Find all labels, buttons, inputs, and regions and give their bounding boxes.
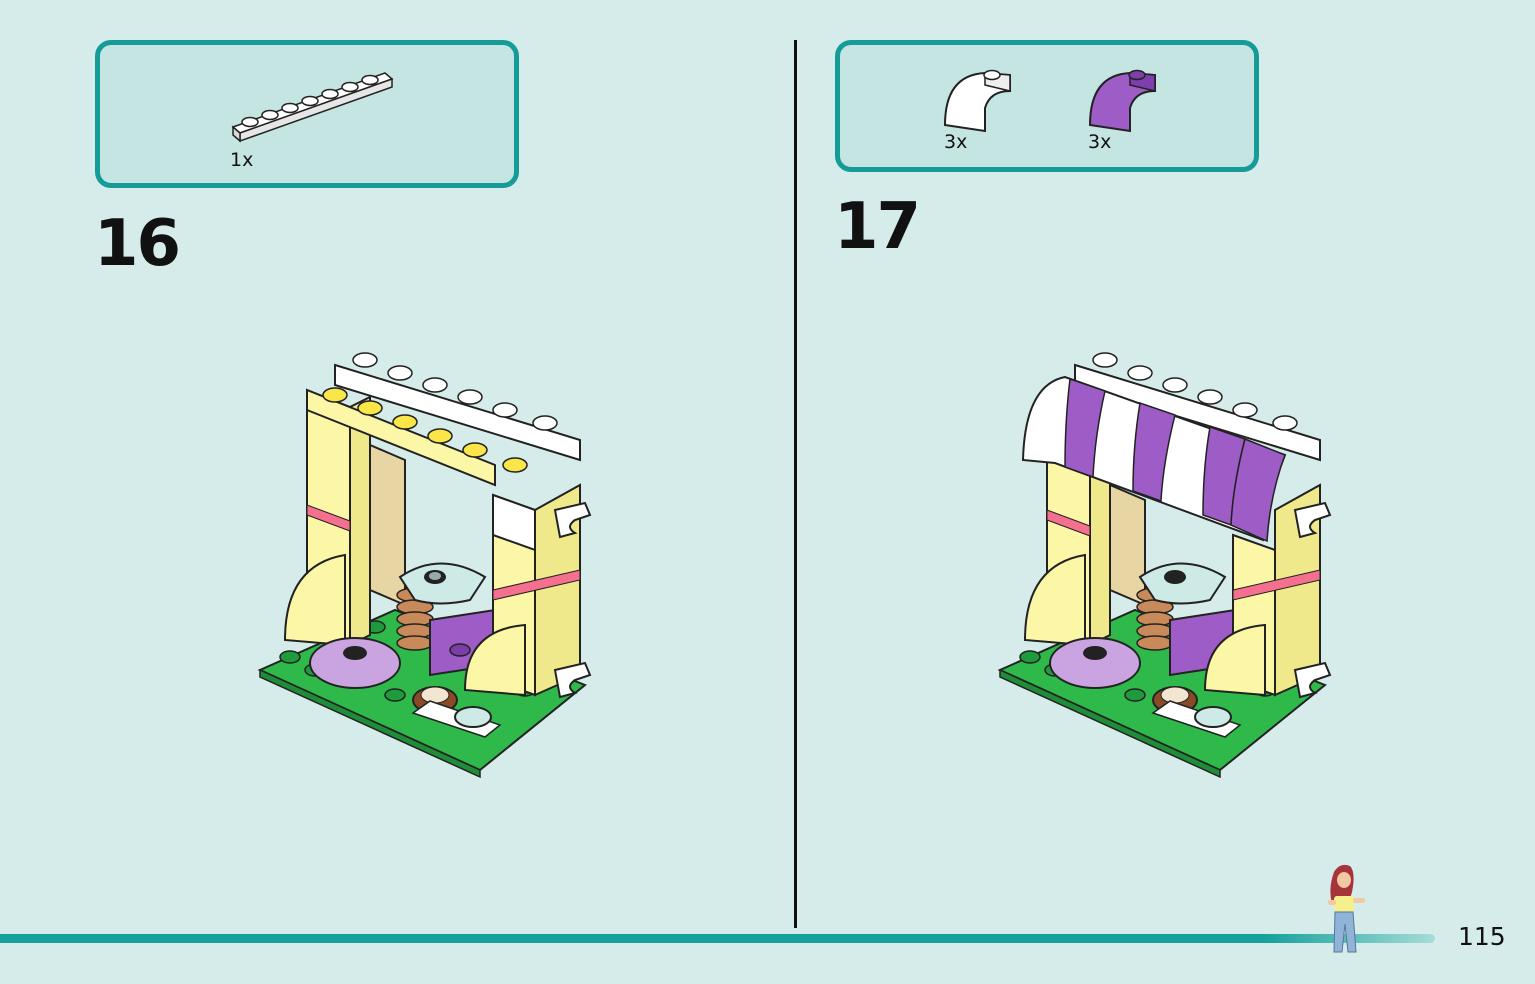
part-quantity: 1x: [230, 149, 254, 171]
step-17-model-illustration: [997, 352, 1332, 779]
step-16-model-illustration: [257, 352, 592, 779]
step-number-16: 16: [94, 207, 181, 281]
white-curved-slope-icon: [943, 69, 1011, 133]
progress-bar: [0, 934, 1435, 943]
white-plate-1x8-icon: [231, 72, 394, 143]
page-number: 115: [1458, 922, 1506, 951]
page-divider: [794, 40, 797, 928]
part-quantity: 3x: [1088, 131, 1112, 153]
parts-callout-step-17: 3x 3x: [835, 40, 1259, 172]
step-number-17: 17: [834, 190, 921, 264]
part-quantity: 3x: [944, 131, 968, 153]
parts-callout-step-16: 1x: [95, 40, 519, 188]
minifigure-icon: [1328, 864, 1365, 953]
purple-curved-slope-icon: [1088, 69, 1156, 133]
